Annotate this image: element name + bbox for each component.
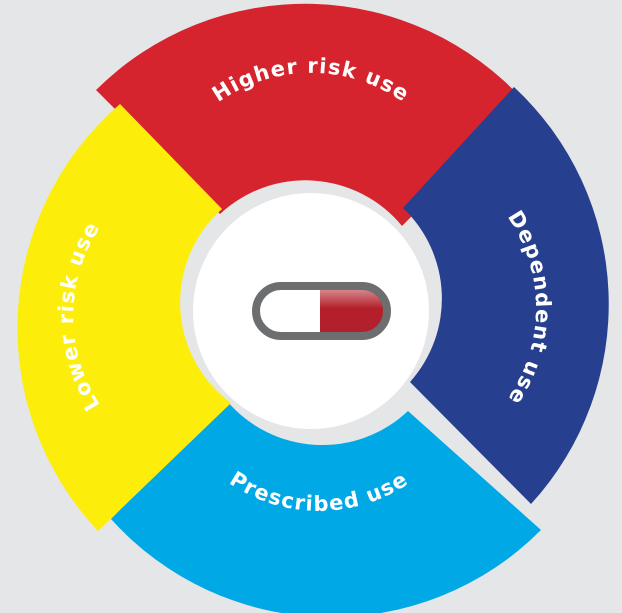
pill-capsule-icon [252, 282, 391, 340]
segment-prescribed-use [111, 401, 541, 613]
segment-lower-risk-use [17, 104, 232, 531]
segment-dependent-use [403, 87, 609, 504]
segment-higher-risk-use [96, 3, 525, 227]
